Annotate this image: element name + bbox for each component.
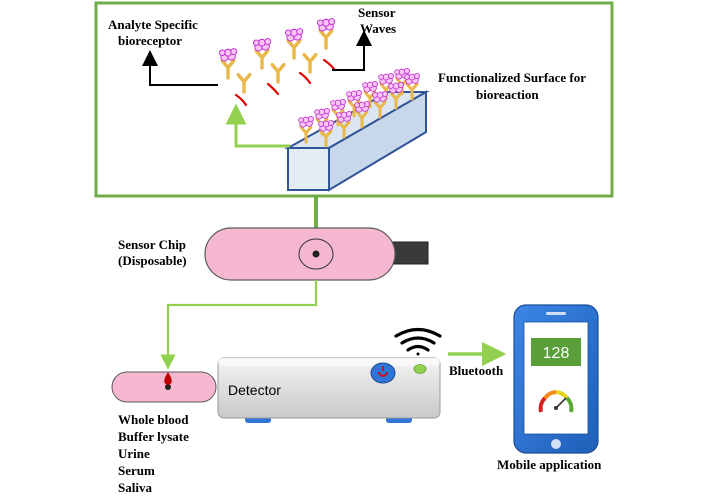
detector-device — [217, 357, 441, 423]
phone-reading: 128 — [543, 345, 570, 362]
sample-item: Urine — [118, 446, 150, 461]
functionalized-label: Functionalized Surface for — [438, 70, 586, 85]
bioreaction-label: bioreaction — [476, 87, 539, 102]
sample-well-icon — [298, 238, 334, 270]
sample-chip — [111, 371, 217, 403]
chip-disposable-label: (Disposable) — [118, 253, 187, 268]
bioreceptor-pointer — [142, 50, 218, 86]
mobile-app-label: Mobile application — [497, 457, 602, 472]
sample-item: Buffer lysate — [118, 429, 189, 444]
sensor-label: Sensor — [358, 5, 396, 20]
zoom-arrow — [225, 103, 290, 148]
sample-item: Saliva — [118, 480, 152, 495]
wifi-icon — [394, 327, 442, 356]
bioreceptor-label: bioreceptor — [118, 33, 182, 48]
analyte-label: Analyte Specific — [108, 17, 198, 32]
waves-label: Waves — [360, 21, 396, 36]
phone-reading-display — [531, 338, 581, 366]
sample-item: Serum — [118, 463, 155, 478]
chip-label: Sensor Chip — [118, 237, 186, 252]
mobile-phone: 128 — [513, 304, 599, 454]
chip-to-sample-arrow — [160, 280, 318, 370]
gauge-icon — [538, 390, 574, 413]
bluetooth-label: Bluetooth — [449, 363, 504, 378]
power-button-icon[interactable] — [370, 362, 396, 384]
sample-item: Whole blood — [118, 412, 189, 427]
sensor-chip — [204, 227, 429, 281]
sample-list: Whole blood Buffer lysate Urine Serum Sa… — [118, 412, 189, 495]
detector-label: Detector — [228, 382, 281, 398]
home-button[interactable] — [551, 439, 561, 449]
status-led — [413, 364, 427, 374]
blood-drop-icon — [164, 372, 172, 385]
sensor-waves-pointer — [332, 30, 372, 71]
